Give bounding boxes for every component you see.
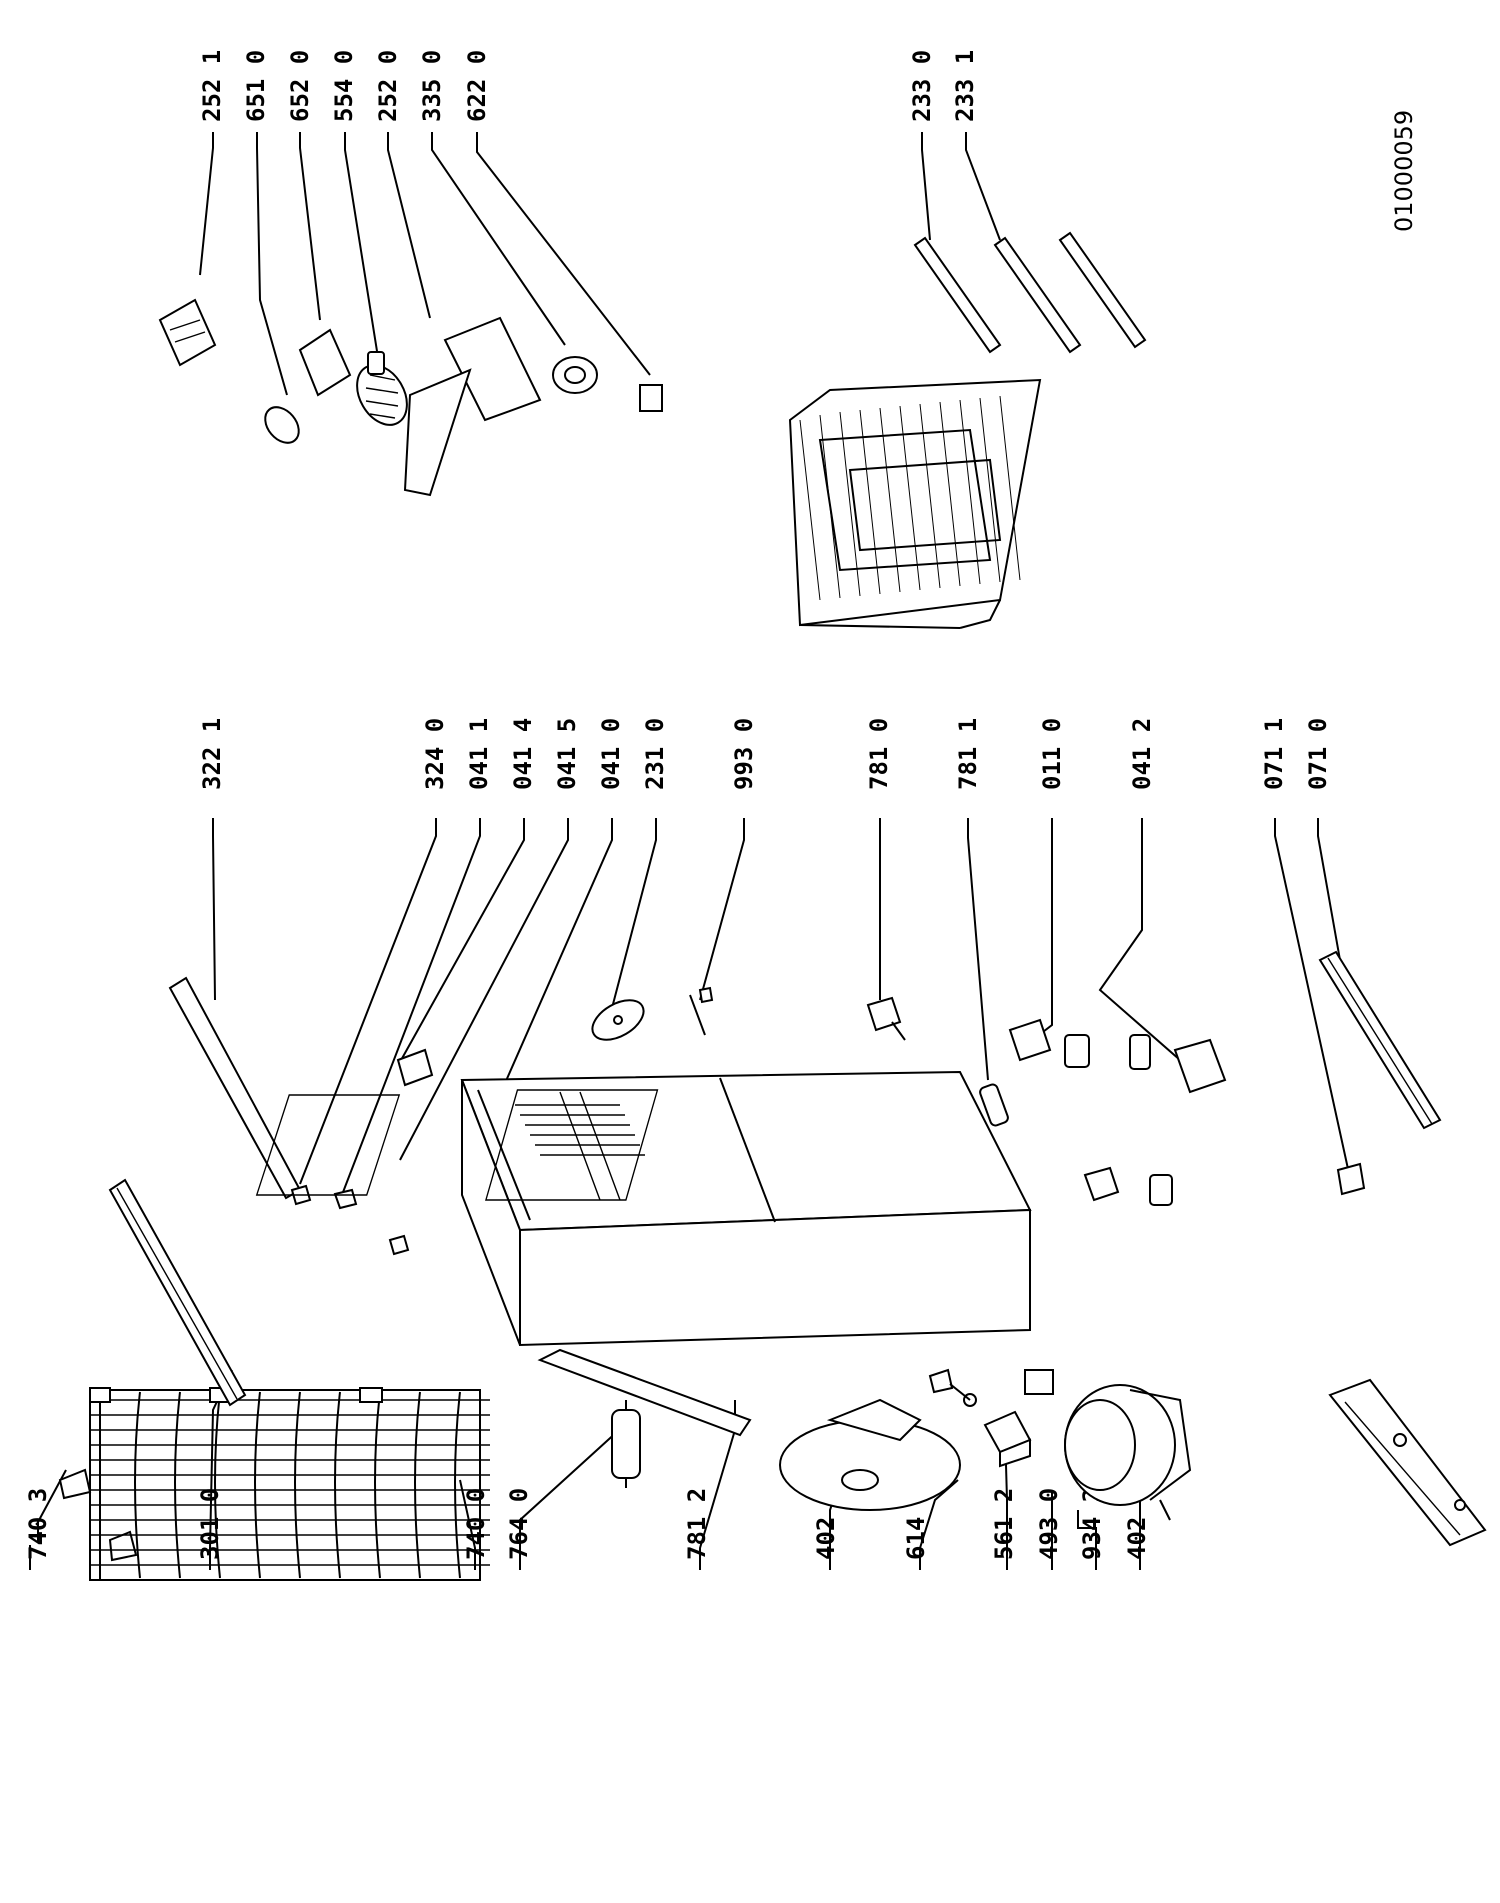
part-071-0-strip [1318,950,1442,1130]
part-041-2-hinge [1129,1034,1227,1094]
part-740-3-clips [58,1468,138,1562]
label-324-0: 324 0 [421,718,449,790]
label-252-0: 252 0 [374,50,402,122]
label-322-1: 322 1 [198,718,226,790]
label-071-0: 071 0 [1304,718,1332,790]
part-301-0-panel [108,1178,247,1407]
part-011-0-foot [1008,1018,1173,1206]
label-041-5: 041 5 [553,718,581,790]
label-561-2: 561 2 [990,1488,1018,1560]
label-554-0: 554 0 [330,50,358,122]
part-554-0-spring [356,351,408,426]
part-740-0-condenser [89,1387,490,1581]
document-number: 01000059 [1390,110,1418,232]
label-622-0: 622 0 [463,50,491,122]
label-781-0: 781 0 [865,718,893,790]
part-781-2-strip [537,1348,752,1437]
part-wire-shelves [788,378,1042,629]
label-651-0: 651 0 [242,50,270,122]
label-493-0: 493 0 [1035,1488,1063,1560]
part-402-0-compressor [1064,1384,1192,1521]
part-shelf-extra [1058,231,1147,349]
part-252-0-thermostat-housing [403,316,542,497]
part-233-0-shelf [913,236,1002,354]
part-base-plate [1328,1378,1487,1547]
leader-lines [29,132,1351,1570]
part-402-1-tray [779,1398,961,1511]
label-041-0: 041 0 [597,718,625,790]
part-cabinet-body [255,1070,1032,1347]
part-322-1-strip [168,976,302,1200]
part-252-1-housing [158,298,217,367]
label-652-0: 652 0 [286,50,314,122]
part-561-2-relay-box [983,1410,1032,1468]
part-764-0-drier [611,1400,641,1488]
part-231-0-oval [591,999,645,1041]
label-335-0: 335 0 [418,50,446,122]
part-651-0-lamp [264,406,300,444]
label-041-1: 041 1 [465,718,493,790]
part-324-0-bracket [396,1048,434,1087]
label-011-0: 011 0 [1038,718,1066,790]
part-781-1-cylinder [979,1083,1009,1127]
label-041-2: 041 2 [1128,718,1156,790]
label-781-1: 781 1 [954,718,982,790]
label-231-0: 231 0 [641,718,669,790]
part-335-0-knob [552,356,598,394]
label-071-1: 071 1 [1260,718,1288,790]
part-614-0-relay [928,1368,977,1407]
part-652-0-socket [298,328,352,397]
label-041-4: 041 4 [509,718,537,790]
part-small-clip [388,1234,410,1256]
part-493-0-block [1024,1369,1054,1395]
part-993-0-wire [689,986,714,1036]
label-993-0: 993 0 [730,718,758,790]
part-781-0-knob [866,996,906,1041]
label-233-0: 233 0 [908,50,936,122]
label-252-1: 252 1 [198,50,226,122]
part-071-1-clip [1336,1162,1366,1196]
part-041-4-clip [333,1188,358,1210]
part-233-1-shelf [993,236,1082,354]
label-233-1: 233 1 [951,50,979,122]
part-622-0-switch [639,384,663,412]
